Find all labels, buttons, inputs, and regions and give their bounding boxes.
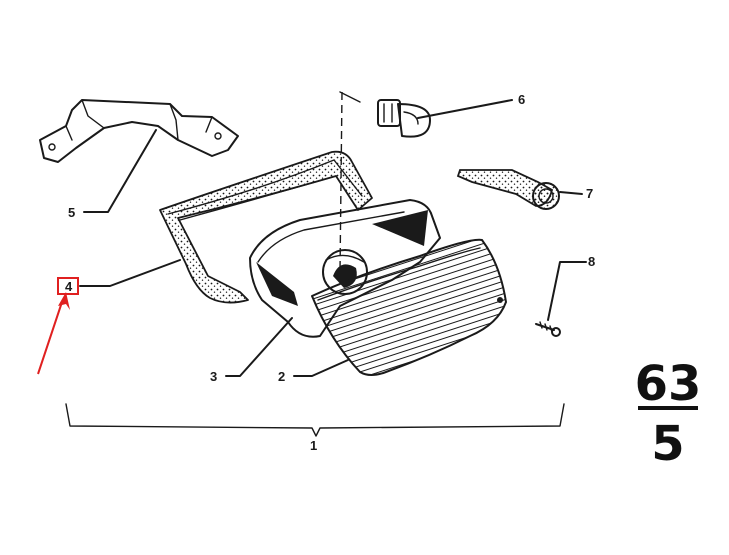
- callout-5: 5: [68, 205, 75, 220]
- part-6-bulb: [377, 99, 431, 138]
- part-2-lens: [311, 238, 507, 376]
- callout-1: 1: [310, 438, 317, 453]
- callout-6: 6: [518, 92, 525, 107]
- part-8-screw: [535, 321, 561, 337]
- callout-8: 8: [588, 254, 595, 269]
- callout-4-highlight-box: [57, 277, 79, 295]
- part-5-mounting-bracket: [39, 99, 239, 163]
- bulb-axis-corner: [339, 91, 361, 103]
- red-arrow-annotation: [37, 292, 70, 375]
- group-number-bottom: 5: [651, 416, 684, 472]
- bulb-axis-dashed: [339, 91, 343, 273]
- callout-7: 7: [586, 186, 593, 201]
- assembly-bracket: [65, 403, 565, 437]
- callout-2: 2: [278, 369, 285, 384]
- callout-4: 4: [65, 279, 73, 294]
- part-7-socket: [456, 169, 560, 210]
- group-number-top: 63: [635, 356, 702, 412]
- leader-lines: [79, 99, 587, 377]
- part-4-gasket: [159, 150, 373, 304]
- callout-3: 3: [210, 369, 217, 384]
